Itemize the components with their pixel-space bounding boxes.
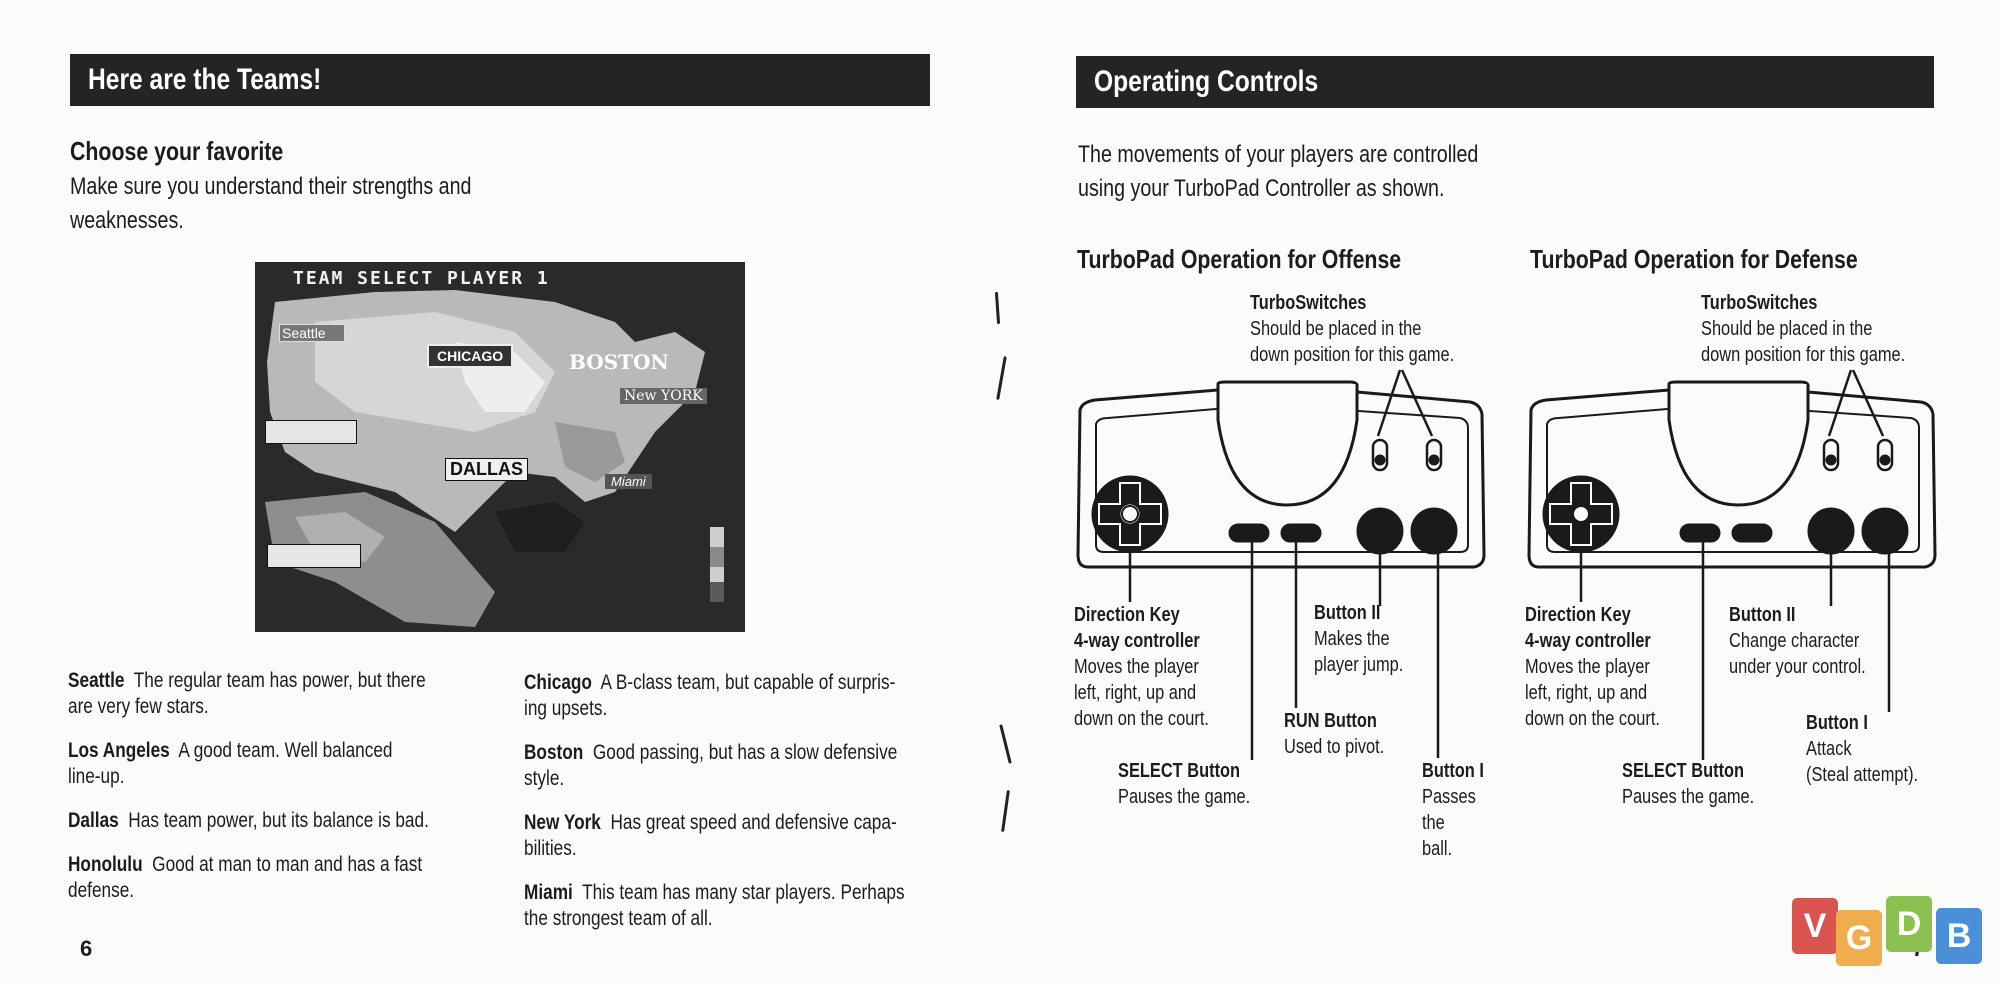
defense-button2-label: Button II Change character under your co… [1729,604,1866,678]
offense-button2-label: Button II Makes the player jump. [1314,602,1404,676]
defense-heading: TurboPad Operation for Defense [1530,244,1858,274]
left-page: Here are the Teams! Choose your favorite… [68,54,930,961]
defense-turboswitches-label: TurboSwitches Should be placed in the do… [1701,292,1906,366]
screenshot-title: TEAM SELECT PLAYER 1 [293,268,550,289]
label-miami: Miami [605,474,652,489]
vgdb-logo: V G D B [1790,896,1990,966]
label-dallas: DALLAS [445,458,528,481]
team-seattle: Seattle The regular team has power, but … [68,669,426,718]
team-miami: Miami This team has many star players. P… [524,881,905,930]
team-boston: Boston Good passing, but has a slow defe… [524,741,898,790]
offense-button1-label: Button I Passes the ball. [1422,760,1484,860]
label-honolulu-tag [267,544,361,568]
offense-direction-key-label: Direction Key 4-way controller Moves the… [1074,604,1209,730]
logo-tile: G [1836,910,1882,966]
controls-banner: Operating Controls [1076,56,1934,108]
choose-subhead: Choose your favorite [70,136,284,166]
team-new-york: New York Has great speed and defensive c… [524,811,897,860]
logo-tile: B [1936,908,1982,964]
label-boston: BOSTON [569,350,669,374]
controller-diagrams [1076,369,1937,760]
offense-select-label: SELECT Button Pauses the game. [1118,760,1251,808]
label-seattle: Seattle [279,324,345,342]
defense-select-label: SELECT Button Pauses the game. [1622,760,1755,808]
label-chicago: CHICAGO [427,344,514,368]
teams-intro: Make sure you understand their strengths… [70,173,472,234]
defense-button1-label: Button I Attack (Steal attempt). [1806,712,1919,786]
team-select-screenshot: TEAM SELECT PLAYER 1 Seattle CHICAGO BOS… [255,262,745,632]
offense-turboswitches-label: TurboSwitches Should be placed in the do… [1250,292,1455,366]
right-page: Operating Controls The movements of your… [1000,0,2000,984]
offense-heading: TurboPad Operation for Offense [1077,244,1402,274]
defense-direction-key-label: Direction Key 4-way controller Moves the… [1525,604,1660,730]
controls-intro: The movements of your players are contro… [1078,141,1479,202]
page-number-left: 6 [80,936,93,961]
team-honolulu: Honolulu Good at man to man and has a fa… [68,853,423,902]
team-los-angeles: Los Angeles A good team. Well balanced l… [68,739,393,788]
logo-tile: D [1886,896,1932,952]
team-chicago: Chicago A B-class team, but capable of s… [524,671,896,720]
logo-tile: V [1792,898,1838,954]
label-newyork: New YORK [620,388,707,404]
label-losangeles-tag [265,420,357,444]
offense-run-label: RUN Button Used to pivot. [1284,710,1385,758]
us-map-graphic [255,262,745,632]
team-dallas: Dallas Has team power, but its balance i… [68,809,429,832]
teams-banner: Here are the Teams! [70,54,930,106]
